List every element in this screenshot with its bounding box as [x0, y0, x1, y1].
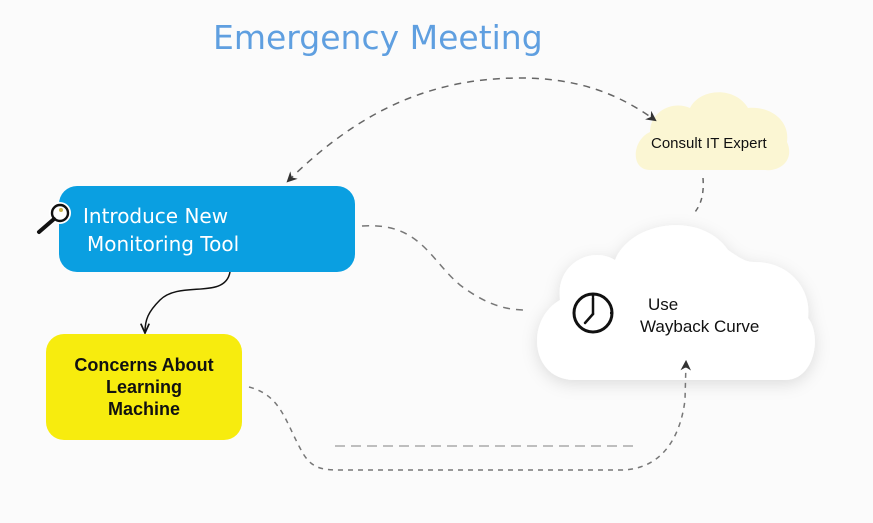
- node-consult-it-expert[interactable]: Consult IT Expert: [651, 135, 767, 152]
- cloud-wayback-shape: [537, 225, 815, 380]
- connector-consult-to-wayback: [694, 177, 704, 213]
- connector-monitoring-to-concerns: [145, 271, 231, 332]
- node-use-wayback-curve[interactable]: Use Wayback Curve: [640, 294, 759, 338]
- node-label-line-1: Concerns About: [74, 355, 214, 375]
- connector-monitoring-to-wayback: [361, 225, 526, 311]
- node-label-line-2: Wayback Curve: [640, 317, 760, 336]
- node-label-line-2: Monitoring Tool: [87, 232, 240, 256]
- cloud-consult-it-shape: [635, 92, 790, 171]
- connector-concerns-to-wayback: [248, 359, 692, 471]
- magnifier-icon: [37, 202, 71, 234]
- node-label: Introduce New Monitoring Tool: [83, 202, 239, 258]
- diagram-title: Emergency Meeting: [213, 18, 543, 57]
- node-label-line-1: Use: [648, 295, 679, 314]
- node-label-line-2: Learning: [105, 377, 182, 397]
- node-label-line-3: Machine: [107, 399, 181, 419]
- node-label-line-1: Introduce New: [83, 204, 229, 228]
- clock-icon: [572, 292, 614, 334]
- node-introduce-monitoring-tool[interactable]: Introduce New Monitoring Tool: [59, 186, 355, 272]
- node-concerns-about-learning-machine[interactable]: Concerns About Learning Machine: [46, 334, 242, 440]
- connector-consult-to-monitoring: [286, 77, 657, 183]
